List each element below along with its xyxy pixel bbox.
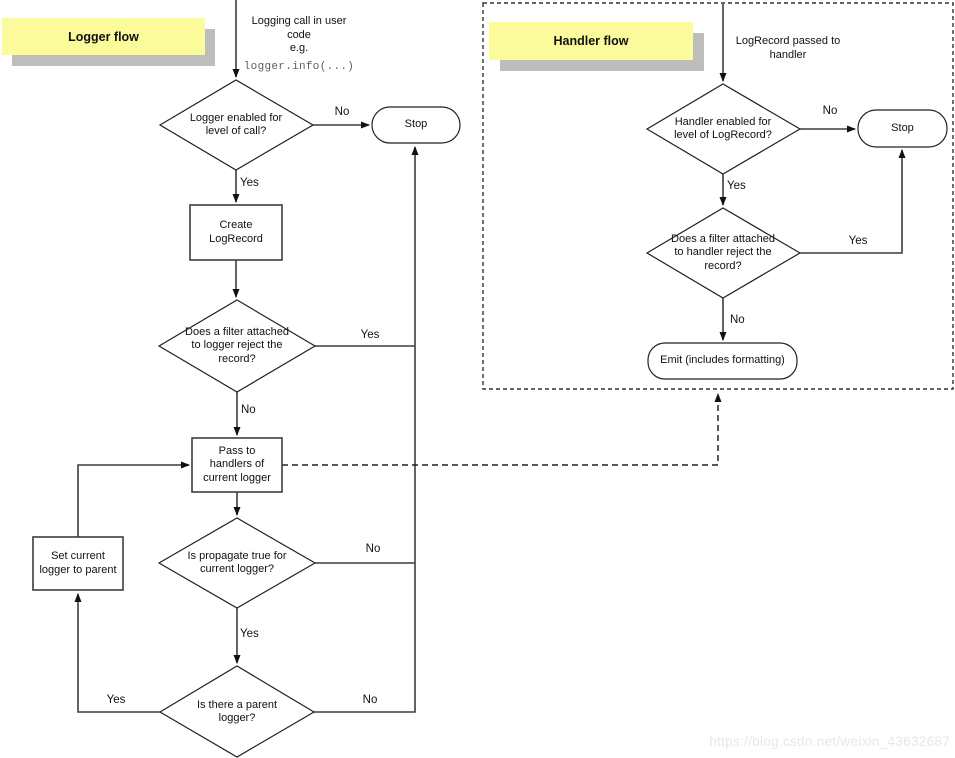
handler-filter-no-label: No bbox=[730, 314, 745, 326]
handler-level-no-label: No bbox=[822, 105, 838, 117]
watermark-text: https://blog.csdn.net/weixin_43632687 bbox=[709, 734, 950, 749]
handler-filter-yes-edge bbox=[800, 149, 906, 254]
logger-parent-check-label: Is there a parent logger? bbox=[196, 698, 278, 725]
handler-filter-yes-label: Yes bbox=[848, 235, 868, 247]
logger-filter-check-diamond bbox=[157, 299, 317, 393]
logger-pass-to-handlers-label: Pass to handlers of current logger bbox=[203, 444, 271, 484]
handler-level-yes-label: Yes bbox=[727, 180, 746, 192]
logger-flow-note bbox=[2, 18, 205, 55]
logger-filter-yes-label: Yes bbox=[360, 329, 380, 341]
logger-level-check-diamond bbox=[158, 79, 315, 171]
logger-create-logrecord-label: Create LogRecord bbox=[209, 219, 263, 245]
logger-stop-terminal bbox=[371, 106, 461, 144]
handler-emit-label: Emit (includes formatting) bbox=[660, 354, 785, 367]
logger-set-current-box bbox=[32, 536, 124, 591]
logger-set-to-pass-edge bbox=[77, 461, 190, 537]
logger-flow-title: Logger flow bbox=[68, 29, 139, 44]
handler-start-note: LogRecord passed to handler bbox=[735, 35, 841, 61]
logger-propagate-yes-label: Yes bbox=[240, 628, 259, 640]
logger-propagate-check-diamond bbox=[157, 517, 317, 609]
handler-level-check-diamond bbox=[645, 83, 802, 175]
handler-level-check-label: Handler enabled for level of LogRecord? bbox=[674, 115, 772, 142]
logger-start-note: Logging call in user code e.g. bbox=[251, 15, 347, 54]
logger-pass-to-handlers-box bbox=[191, 437, 283, 493]
logger-level-check-label: Logger enabled for level of call? bbox=[189, 111, 283, 138]
logger-parent-check-diamond bbox=[158, 665, 316, 758]
handler-emit-terminal bbox=[647, 342, 798, 380]
handler-flow-note bbox=[489, 22, 693, 60]
logger-parent-no-label: No bbox=[362, 694, 378, 706]
logger-to-stop-edge bbox=[314, 146, 419, 713]
pass-to-handler-flow-dashed-edge bbox=[282, 393, 722, 466]
handler-flow-container bbox=[482, 2, 954, 390]
logger-filter-check-label: Does a filter attached to logger reject … bbox=[185, 325, 289, 365]
logger-set-current-label: Set current logger to parent bbox=[39, 550, 117, 576]
handler-flow-title: Handler flow bbox=[553, 34, 629, 48]
logger-level-no-label: No bbox=[334, 106, 350, 118]
logger-create-logrecord-box bbox=[189, 204, 283, 261]
handler-stop-terminal bbox=[857, 109, 948, 148]
handler-stop-label: Stop bbox=[891, 121, 914, 134]
logger-propagate-check-label: Is propagate true for current logger? bbox=[187, 549, 287, 576]
handler-filter-check-diamond bbox=[645, 207, 802, 299]
logger-filter-no-label: No bbox=[241, 404, 256, 416]
logger-parent-yes-edge bbox=[74, 593, 160, 713]
handler-filter-check-label: Does a filter attached to handler reject… bbox=[671, 232, 775, 272]
logger-parent-yes-label: Yes bbox=[106, 694, 126, 706]
logger-stop-label: Stop bbox=[404, 118, 428, 131]
logger-level-yes-label: Yes bbox=[240, 177, 259, 189]
logger-start-code: logger.info(...) bbox=[243, 61, 355, 73]
logger-propagate-no-label: No bbox=[365, 543, 381, 555]
